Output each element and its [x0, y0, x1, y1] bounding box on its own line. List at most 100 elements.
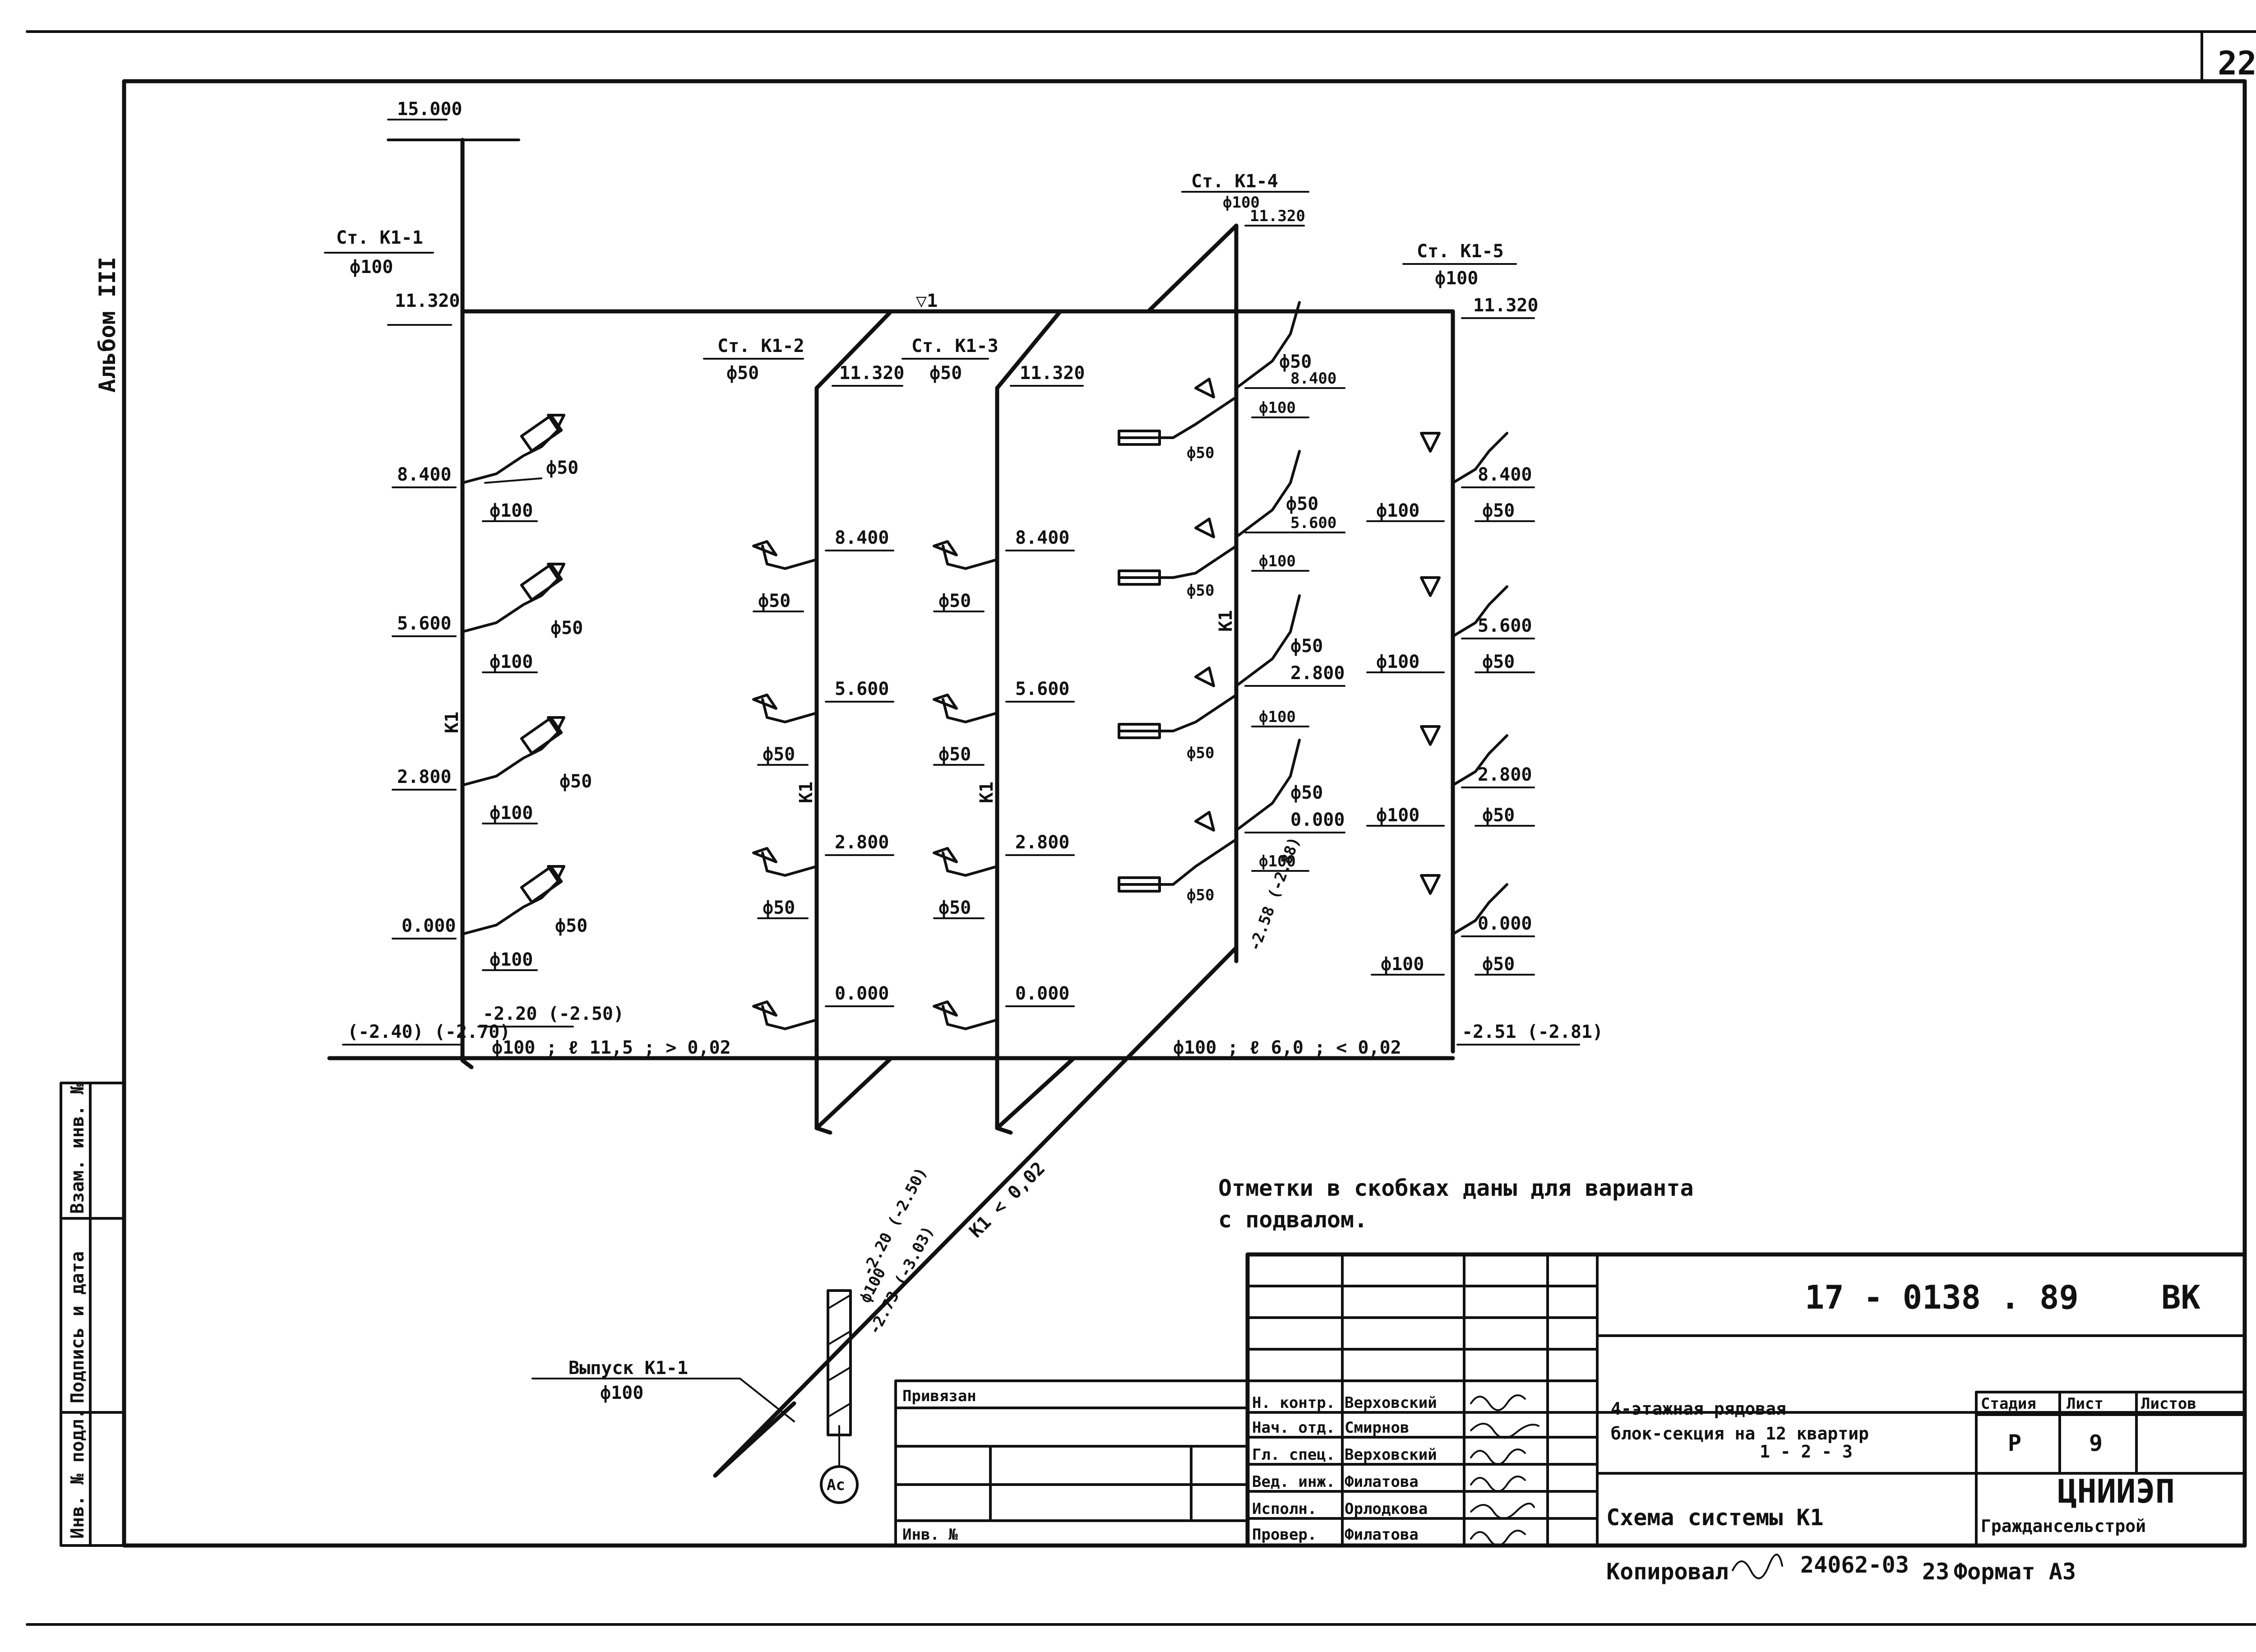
org-line-1: ЦНИИЭП — [2057, 1472, 2175, 1510]
stadia-value: Р — [2008, 1430, 2021, 1456]
scheme-title: Схема системы К1 — [1606, 1504, 1824, 1531]
inv-label: Инв. № — [902, 1526, 958, 1544]
k1-4-code: К1 — [1216, 610, 1236, 632]
k1-1-bath-2800 — [520, 716, 563, 755]
k1-3-level-2800: 2.800 — [1015, 832, 1069, 853]
k1-4-d50b-8400: ф50 — [1187, 444, 1214, 462]
k1-5-sink-0000 — [1420, 874, 1441, 895]
k1-2-level-8400: 8.400 — [835, 528, 889, 548]
k1-2-wc-0000 — [752, 1000, 777, 1017]
project-line-3: 1 - 2 - 3 — [1760, 1442, 1853, 1462]
main-left-label: ф100 ; ℓ 11,5 ; > 0,02 — [492, 1037, 731, 1058]
role-3: Вед. инж. — [1252, 1473, 1335, 1491]
k1-4-name: Ст. К1-4 — [1191, 171, 1278, 192]
k1-1-dia: ф100 — [350, 257, 393, 278]
page-number: 22 — [2218, 44, 2256, 82]
role-2: Гл. спец. — [1252, 1446, 1335, 1464]
k1-1-level-5600: 5.600 — [397, 613, 451, 634]
k1-3-d50-5600: ф50 — [938, 744, 971, 765]
k1-3-mark: 11.320 — [1020, 363, 1085, 384]
k1-5-d100-0000: ф100 — [1381, 954, 1424, 975]
k1-3-dia: ф50 — [929, 363, 962, 384]
k1-4-branch-dn-5600 — [1118, 545, 1238, 579]
note-line-1: Отметки в скобках даны для варианта — [1218, 1175, 1694, 1201]
k1-5-branch-8400 — [1452, 432, 1508, 484]
k1-4-branch-dn-8400 — [1118, 396, 1238, 439]
list-header: Лист — [2066, 1395, 2103, 1413]
k1-1-d50-8400: ф50 — [546, 458, 578, 478]
k1-2-mark: 11.320 — [839, 363, 905, 384]
k1-5-sink-8400 — [1420, 432, 1441, 453]
k1-4-d100-5600: ф100 — [1259, 552, 1296, 570]
top-collector: ▽1 — [460, 291, 1455, 314]
k1-1-d50-5600: ф50 — [550, 618, 583, 639]
k1-4-branch-dn-2800 — [1118, 694, 1238, 732]
k1-3-level-8400: 8.400 — [1015, 528, 1069, 548]
role-name-5: Филатова — [1345, 1526, 1419, 1544]
k1-1-sink-5600 — [547, 563, 565, 579]
role-name-3: Филатова — [1345, 1473, 1419, 1491]
k1-5-name: Ст. К1-5 — [1417, 241, 1504, 262]
k1-5-sink-2800 — [1420, 725, 1441, 746]
copier-signature — [1732, 1554, 1783, 1579]
copy-number: 24062-03 — [1800, 1552, 1909, 1578]
k1-3-level-0000: 0.000 — [1015, 983, 1069, 1004]
k1-3-branch-0000 — [942, 1005, 999, 1030]
k1-5-d50-0000: ф50 — [1482, 954, 1515, 975]
list-value: 9 — [2089, 1430, 2103, 1456]
k1-5-d100-5600: ф100 — [1376, 652, 1419, 672]
k1-1-d50-2800: ф50 — [559, 771, 592, 792]
role-0: Н. контр. — [1252, 1394, 1335, 1412]
project-line-1: 4-этажная рядовая — [1611, 1399, 1786, 1419]
k1-2-wc-8400 — [752, 540, 777, 556]
k1-4-bath-5600 — [1118, 569, 1161, 586]
k1-1-code: К1 — [442, 712, 462, 733]
role-name-0: Верховский — [1345, 1394, 1437, 1412]
copied-label: Копировал — [1606, 1559, 1729, 1585]
k1-2-d50-2800: ф50 — [763, 898, 795, 918]
k1-4-d50b-5600: ф50 — [1187, 582, 1214, 600]
main-right-label: ф100 ; ℓ 6,0 ; < 0,02 — [1173, 1037, 1401, 1058]
k1-2-code: К1 — [796, 782, 817, 803]
k1-1-name: Ст. К1-1 — [336, 227, 423, 248]
k1-1-level-0000: 0.000 — [402, 916, 456, 936]
k1-5-level-2800: 2.800 — [1478, 764, 1532, 785]
outlet-name: Выпуск К1-1 — [569, 1358, 688, 1379]
k1-3-branch-2800 — [942, 851, 999, 877]
listov-header: Листов — [2141, 1395, 2196, 1413]
k1-5-dia: ф100 — [1435, 268, 1478, 289]
k1-4-wc-8400 — [1194, 378, 1215, 398]
podpis-data-label: Подпись и дата — [67, 1251, 88, 1403]
k1-2-name: Ст. К1-2 — [717, 336, 804, 356]
k1-3-wc-2800 — [933, 847, 958, 863]
k1-1-sink-0000 — [547, 865, 565, 881]
k1-4-d50a-2800: ф50 — [1290, 636, 1323, 657]
k1-4-branch-up-8400 — [1235, 301, 1301, 389]
org-line-2: Граждансельстрой — [1981, 1516, 2146, 1536]
k1-2-d50-8400: ф50 — [758, 591, 791, 611]
k1-4-branch-up-5600 — [1235, 450, 1301, 538]
k1-4-d50a-8400: ф50 — [1279, 352, 1312, 372]
album-label: Альбом III — [94, 257, 120, 393]
k1-3-d50-8400: ф50 — [938, 591, 971, 611]
k1-5-branch-2800 — [1452, 734, 1508, 787]
k1-3-branch-5600 — [942, 698, 999, 723]
k1-5-mark: 11.320 — [1473, 295, 1539, 316]
k1-4-d100-2800: ф100 — [1259, 708, 1296, 726]
k1-4-wc-5600 — [1194, 518, 1215, 538]
k1-1-d100-8400: ф100 — [490, 500, 533, 521]
k1-5-d50-8400: ф50 — [1482, 500, 1515, 521]
k1-1-top-mark: 15.000 — [397, 99, 462, 120]
k1-3-wc-0000 — [933, 1000, 958, 1017]
k1-1-sink-8400 — [547, 414, 565, 430]
k1-4-level-0000: 0.000 — [1290, 810, 1345, 830]
note: Отметки в скобках даны для варианта с по… — [1218, 1175, 1694, 1233]
k1-5-level-5600: 5.600 — [1478, 615, 1532, 636]
signature-2 — [1470, 1448, 1526, 1465]
main-diag-label: К1 < 0,02 — [966, 1158, 1049, 1242]
k1-4-level-5600: 5.600 — [1290, 514, 1336, 532]
k1-2-level-5600: 5.600 — [835, 679, 889, 699]
k1-2-branch-8400 — [761, 545, 818, 570]
k1-1-bath-5600 — [520, 563, 563, 602]
signature-0 — [1470, 1394, 1526, 1411]
